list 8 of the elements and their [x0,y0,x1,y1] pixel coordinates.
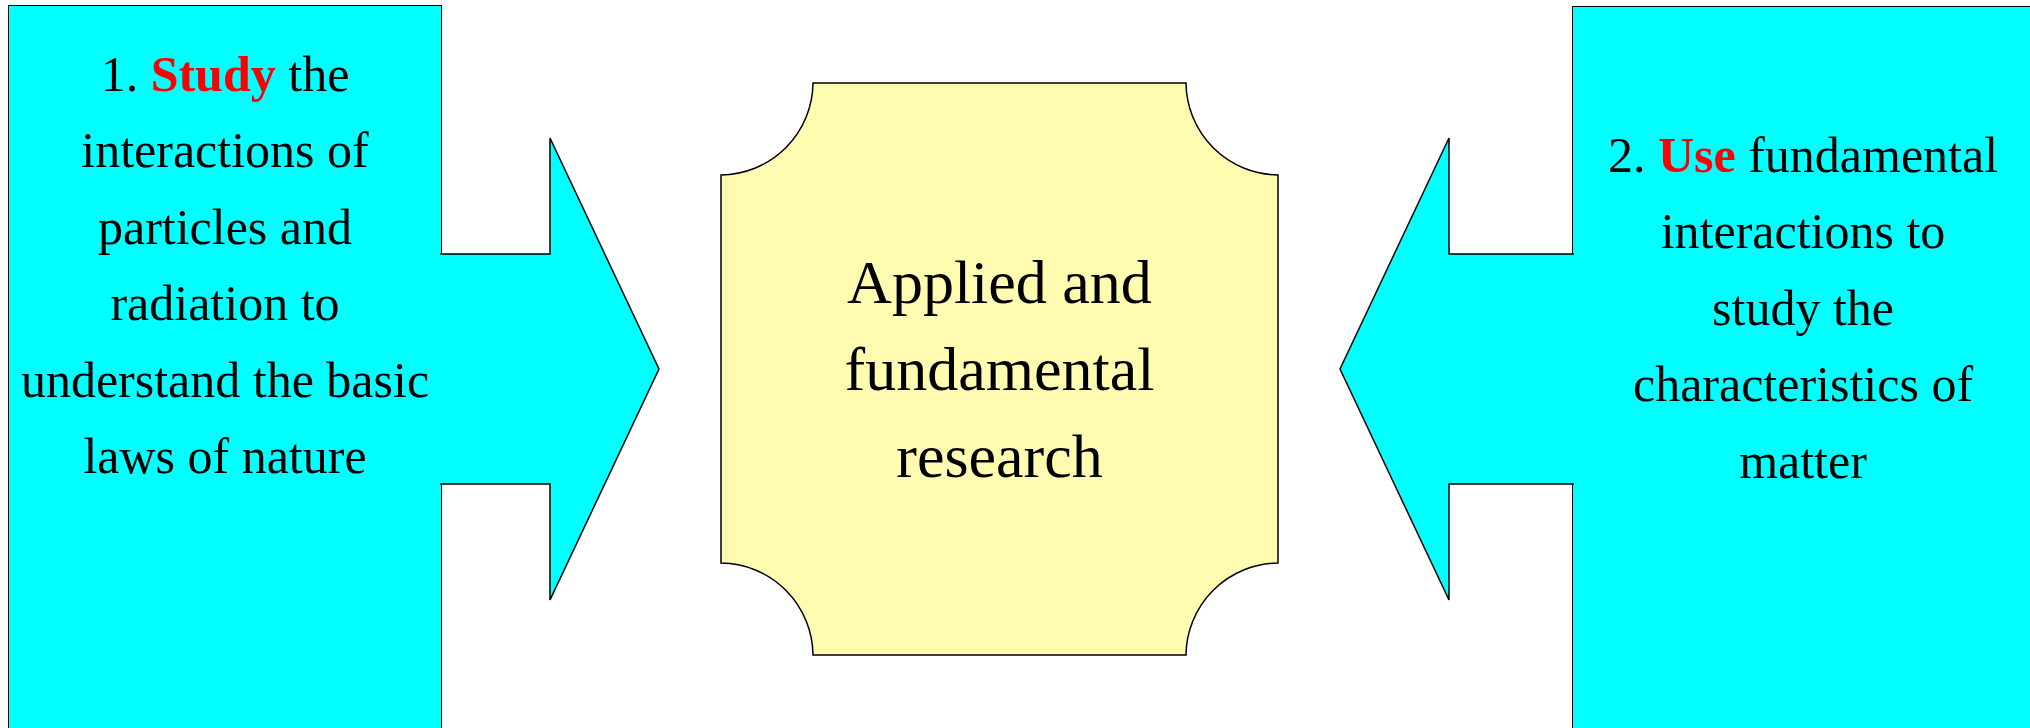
callout-box [8,5,442,728]
callout-box [1572,6,2030,728]
callout-text: 2. Use fundamental interactions to study the characteristics of matter [1606,126,2000,491]
box-text: Applied and fundamental research [843,246,1156,492]
block-arrow [1339,137,1575,601]
callout-text: 1. Study the interactions of particles and radiation to understand the basic laws of nature [19,45,431,487]
plaque-shape [720,82,1279,656]
block-arrow [439,137,660,601]
